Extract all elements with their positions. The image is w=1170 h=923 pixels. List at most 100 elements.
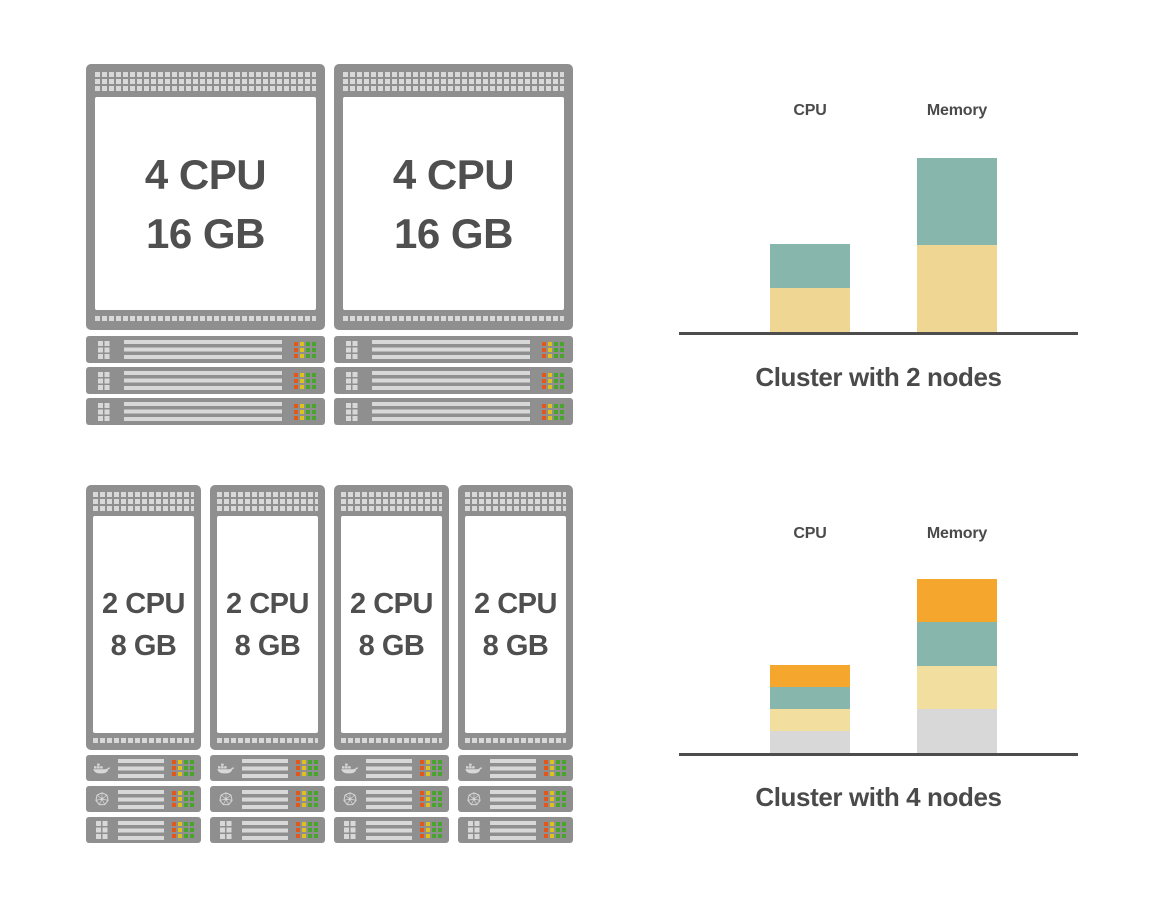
status-led-grid	[542, 341, 564, 358]
drive-bays	[242, 789, 288, 809]
dots-icon	[95, 402, 112, 421]
status-led	[548, 384, 552, 389]
status-led	[438, 772, 442, 776]
status-led	[172, 834, 176, 838]
status-led-grid	[420, 760, 442, 776]
rack-unit	[334, 817, 449, 843]
node-cpu-label: 2 CPU	[474, 587, 557, 620]
vent-grid	[95, 72, 316, 91]
status-led	[184, 797, 188, 801]
rack-unit	[86, 336, 325, 363]
drive-bays	[124, 371, 282, 390]
status-led	[550, 772, 554, 776]
status-led	[544, 828, 548, 832]
bar-segment-node-2	[917, 157, 997, 245]
status-led	[184, 760, 188, 764]
status-led	[178, 772, 182, 776]
status-led	[314, 834, 318, 838]
status-led	[542, 372, 546, 377]
vent-strip	[217, 738, 318, 743]
status-led	[562, 772, 566, 776]
drive-bays	[118, 820, 164, 840]
status-led	[296, 772, 300, 776]
status-led	[302, 797, 306, 801]
status-led	[544, 772, 548, 776]
status-led	[306, 372, 310, 377]
status-led	[294, 415, 298, 420]
status-led	[550, 834, 554, 838]
status-led	[550, 760, 554, 764]
status-led	[300, 384, 304, 389]
status-led	[554, 378, 558, 383]
status-led	[426, 791, 430, 795]
status-led	[544, 791, 548, 795]
rack-unit	[210, 817, 325, 843]
status-led	[550, 803, 554, 807]
rack-unit	[334, 367, 573, 394]
status-led	[556, 766, 560, 770]
status-led-grid	[294, 341, 316, 358]
status-led-grid	[294, 372, 316, 389]
drive-bays	[490, 758, 536, 778]
status-led	[190, 834, 194, 838]
status-led	[542, 384, 546, 389]
status-led	[296, 834, 300, 838]
status-led	[560, 347, 564, 352]
drive-bays	[242, 820, 288, 840]
status-led	[296, 760, 300, 764]
status-led	[548, 372, 552, 377]
node-cpu-label: 4 CPU	[392, 150, 515, 198]
rack-unit	[458, 786, 573, 812]
status-led-grid	[544, 760, 566, 776]
status-led	[544, 834, 548, 838]
vent-grid	[93, 492, 194, 511]
dots-icon	[465, 821, 482, 839]
status-led	[556, 828, 560, 832]
status-led	[562, 797, 566, 801]
status-led	[560, 378, 564, 383]
status-led	[544, 766, 548, 770]
status-led	[550, 828, 554, 832]
category-label-memory: Memory	[926, 525, 988, 542]
status-led	[432, 834, 436, 838]
drive-bays	[372, 371, 530, 390]
status-led	[184, 822, 188, 826]
status-led-grid	[420, 791, 442, 807]
status-led	[178, 760, 182, 764]
status-led	[302, 791, 306, 795]
status-led	[550, 822, 554, 826]
status-led	[172, 760, 176, 764]
status-led	[178, 766, 182, 770]
status-led	[184, 828, 188, 832]
status-led	[190, 766, 194, 770]
status-led	[184, 791, 188, 795]
drive-bays	[124, 402, 282, 421]
status-led	[314, 828, 318, 832]
status-led	[562, 791, 566, 795]
status-led	[294, 409, 298, 414]
status-led	[556, 791, 560, 795]
status-led	[426, 834, 430, 838]
dots-icon	[95, 340, 112, 359]
status-led	[300, 409, 304, 414]
status-led	[560, 403, 564, 408]
status-led	[172, 828, 176, 832]
status-led-grid	[420, 822, 442, 838]
drive-bays	[366, 789, 412, 809]
status-led-grid	[172, 760, 194, 776]
status-led	[312, 403, 316, 408]
status-led	[190, 760, 194, 764]
status-led	[312, 415, 316, 420]
status-led	[308, 772, 312, 776]
node-cpu-label: 2 CPU	[350, 587, 433, 620]
status-led	[178, 797, 182, 801]
status-led	[438, 803, 442, 807]
status-led	[172, 797, 176, 801]
status-led	[302, 828, 306, 832]
status-led	[556, 834, 560, 838]
